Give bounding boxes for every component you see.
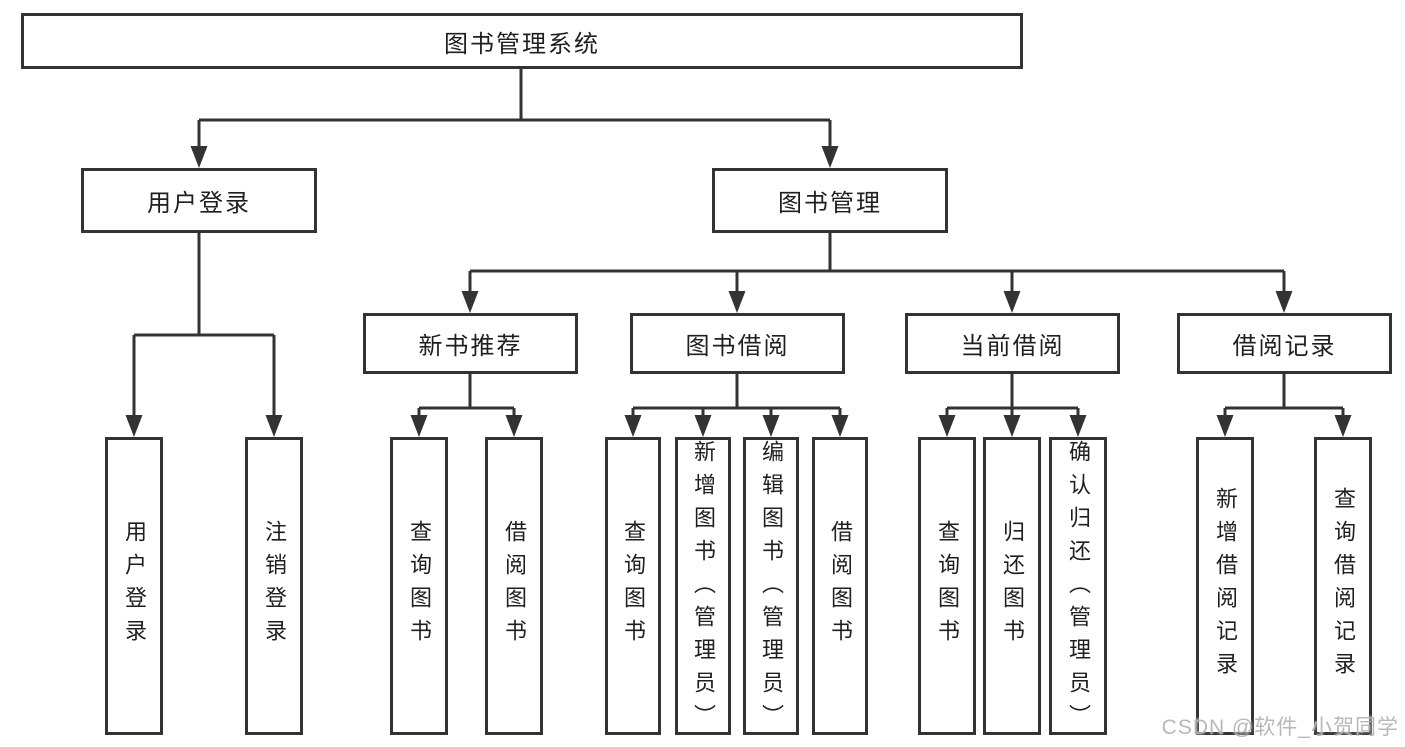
arrowheads — [125, 146, 1352, 437]
leaf-borrow-add-admin: 新增图书（管理员） — [675, 437, 731, 737]
node-book-management: 图书管理 — [712, 168, 948, 233]
node-borrow-records: 借阅记录 — [1177, 313, 1392, 374]
csdn-watermark: CSDN @软件_小贺同学 — [1161, 716, 1399, 739]
edge-borrow-records-to-leaves — [1223, 374, 1345, 419]
leaf-current-query: 查询图书 — [918, 437, 976, 735]
leaf-records-add: 新增借阅记录 — [1196, 437, 1254, 735]
edge-new-books-to-leaves — [417, 374, 516, 419]
leaf-newbooks-borrow: 借阅图书 — [485, 437, 543, 735]
leaf-current-return: 归还图书 — [983, 437, 1041, 735]
node-new-book-recommend: 新书推荐 — [363, 313, 578, 374]
edge-user-login-to-leaves — [132, 233, 276, 419]
leaf-logout: 注销登录 — [245, 437, 303, 735]
node-book-borrow: 图书借阅 — [630, 313, 845, 374]
leaf-current-confirm-admin: 确认归还（管理员） — [1049, 437, 1107, 737]
leaf-records-query: 查询借阅记录 — [1314, 437, 1372, 735]
node-root: 图书管理系统 — [21, 13, 1023, 69]
edge-current-borrow-to-leaves — [945, 374, 1080, 419]
edge-book-borrow-to-leaves — [631, 374, 842, 419]
leaf-borrow-borrow: 借阅图书 — [812, 437, 868, 735]
edge-book-mgmt-to-level3 — [468, 233, 1286, 295]
edge-root-to-level2 — [197, 69, 832, 150]
node-user-login: 用户登录 — [81, 168, 317, 233]
leaf-newbooks-query: 查询图书 — [390, 437, 448, 735]
leaf-borrow-query: 查询图书 — [605, 437, 661, 735]
leaf-borrow-edit-admin: 编辑图书（管理员） — [743, 437, 799, 737]
node-current-borrow: 当前借阅 — [905, 313, 1120, 374]
leaf-user-login: 用户登录 — [105, 437, 163, 735]
